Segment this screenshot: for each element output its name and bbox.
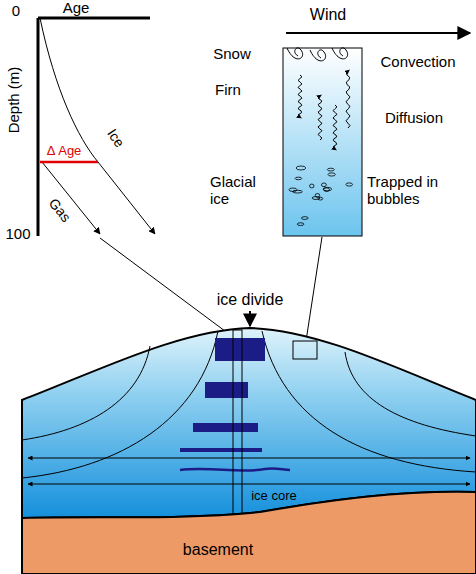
callout-label: ice divide <box>217 291 284 309</box>
age-depth-chart <box>38 18 155 236</box>
basement-shape <box>0 480 476 574</box>
diagram-label: Age <box>63 0 90 17</box>
diagram-label: Glacial ice <box>210 173 270 208</box>
diagram-label: Gas <box>46 195 75 225</box>
ice-sheet <box>22 311 476 518</box>
diagram-label: Wind <box>310 6 346 24</box>
basement-region: basement <box>0 480 476 574</box>
diagram-label: Firn <box>215 81 241 98</box>
diagram-label: Trapped in bubbles <box>367 173 457 208</box>
diagram-label: Snow <box>213 45 251 62</box>
diagram-label: 0 <box>12 2 20 19</box>
diagram-label: Δ Age <box>47 144 82 159</box>
diagram-label: Diffusion <box>385 109 443 126</box>
firn-column <box>283 33 470 236</box>
callout-label: ice core <box>251 489 297 504</box>
ice-core <box>233 330 242 518</box>
diagram-label: Convection <box>380 53 455 70</box>
diagram-label: 100 <box>5 225 30 242</box>
zoom-lines <box>100 237 322 341</box>
region-label: basement <box>183 541 253 559</box>
diagram-label: Depth (m) <box>5 67 22 134</box>
diagram-label: Ice <box>104 126 128 150</box>
